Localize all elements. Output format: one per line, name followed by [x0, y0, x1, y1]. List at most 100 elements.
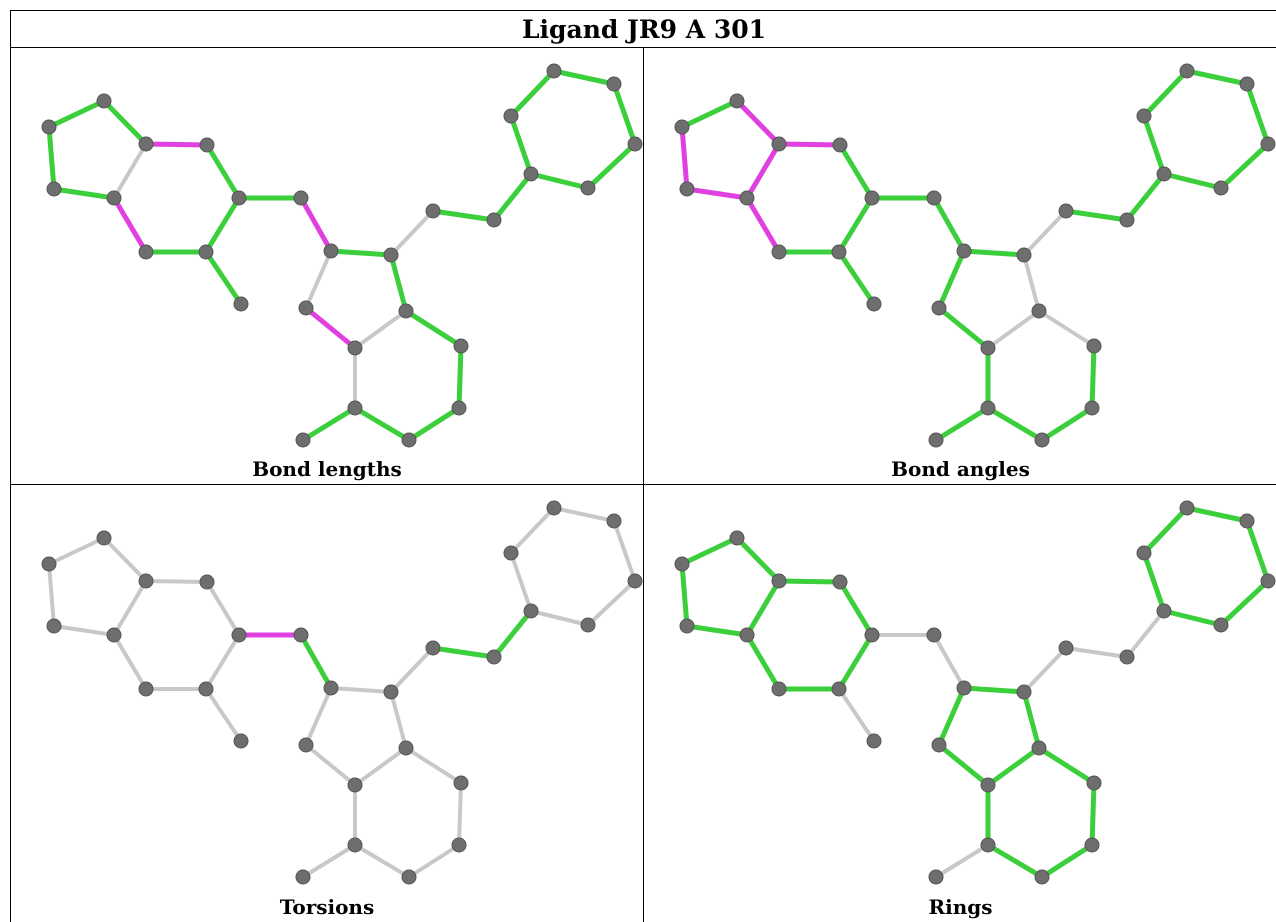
bond-13-12	[389, 690, 408, 750]
bond-15-14	[936, 742, 991, 788]
bond-12-21	[389, 646, 435, 694]
atom-3	[106, 190, 122, 206]
bond-28-23	[1141, 113, 1167, 177]
bond-5-6	[837, 142, 875, 201]
bond-8-3	[112, 633, 148, 691]
bond-13-12	[388, 252, 409, 314]
atom-18	[401, 869, 417, 885]
atom-13	[1031, 740, 1047, 756]
atom-15	[298, 300, 314, 316]
atom-16	[980, 837, 996, 853]
bond-24-25	[1218, 578, 1271, 628]
atom-3	[106, 627, 122, 643]
bond-24-25	[586, 579, 637, 627]
bond-16-17	[934, 843, 990, 879]
bond-14-13	[353, 746, 408, 787]
atom-28	[1136, 545, 1152, 561]
panel-rings: Rings	[644, 485, 1276, 922]
bond-14-13	[353, 309, 408, 350]
atom-26	[1239, 513, 1255, 529]
bond-0-1	[46, 98, 107, 130]
bond-4-0	[734, 535, 782, 584]
bond-20-13	[404, 746, 463, 785]
atom-1	[41, 556, 57, 572]
bond-10-11	[298, 195, 334, 254]
atom-9	[866, 296, 882, 312]
atom-12	[383, 247, 399, 263]
bond-7-9	[203, 249, 244, 307]
bond-25-26	[1244, 518, 1271, 584]
atom-6	[864, 190, 880, 206]
atom-19	[1084, 837, 1100, 853]
atom-7	[198, 681, 214, 697]
bond-5-6	[837, 579, 875, 638]
ligand-title: Ligand JR9 A 301	[11, 11, 1276, 48]
bond-0-1	[679, 535, 740, 567]
atom-20	[1086, 775, 1102, 791]
panel-caption: Bond angles	[891, 457, 1030, 481]
atom-22	[486, 649, 502, 665]
atom-9	[233, 733, 249, 749]
atom-10	[926, 627, 942, 643]
bond-4-5	[144, 579, 209, 584]
atom-0	[729, 530, 745, 546]
atom-24	[1213, 617, 1229, 633]
molecule-diagram-rings	[674, 500, 1276, 885]
bond-24-25	[585, 141, 638, 191]
bond-11-15	[936, 685, 967, 748]
atom-2	[679, 181, 695, 197]
atom-10	[293, 627, 309, 643]
bond-19-20	[456, 343, 464, 411]
bond-15-14	[303, 305, 358, 351]
bond-27-28	[509, 506, 556, 555]
panel-caption: Torsions	[279, 895, 375, 919]
atom-18	[1034, 432, 1050, 448]
bond-19-20	[1089, 343, 1097, 411]
bond-25-26	[1244, 81, 1271, 147]
atom-13	[1031, 303, 1047, 319]
bond-14-13	[986, 309, 1041, 350]
atom-1	[41, 119, 57, 135]
atom-24	[580, 617, 596, 633]
bond-24-25	[1218, 141, 1271, 191]
bond-1-2	[47, 562, 56, 628]
atom-25	[1260, 136, 1276, 152]
atom-24	[580, 180, 596, 196]
bond-8-3	[111, 195, 149, 255]
bond-6-7	[203, 195, 242, 255]
atom-23	[523, 166, 539, 182]
atom-24	[1213, 180, 1229, 196]
bond-6-7	[836, 632, 875, 692]
atom-5	[832, 574, 848, 590]
atom-9	[866, 733, 882, 749]
atom-21	[425, 203, 441, 219]
atom-15	[298, 737, 314, 753]
atom-2	[679, 618, 695, 634]
bond-22-23	[1124, 171, 1167, 223]
molecule-diagram-bond-lengths	[41, 63, 643, 448]
atom-17	[928, 432, 944, 448]
atom-22	[1119, 212, 1135, 228]
bond-1-2	[679, 561, 690, 629]
atom-20	[453, 775, 469, 791]
atom-14	[980, 340, 996, 356]
bond-11-12	[961, 685, 1027, 695]
atom-18	[1034, 869, 1050, 885]
atom-0	[729, 93, 745, 109]
atom-5	[832, 137, 848, 153]
atom-8	[138, 244, 154, 260]
atom-18	[401, 432, 417, 448]
atom-12	[1016, 684, 1032, 700]
bond-11-12	[961, 248, 1027, 258]
panel-caption: Bond lengths	[252, 457, 402, 481]
bond-2-3	[52, 624, 116, 637]
bond-27-28	[1141, 505, 1190, 556]
atom-1	[674, 119, 690, 135]
atom-21	[1058, 203, 1074, 219]
bond-2-3	[684, 186, 750, 201]
bond-23-24	[1161, 171, 1224, 191]
atom-7	[831, 244, 847, 260]
atom-14	[347, 340, 363, 356]
atom-11	[956, 680, 972, 696]
atom-27	[1179, 63, 1195, 79]
